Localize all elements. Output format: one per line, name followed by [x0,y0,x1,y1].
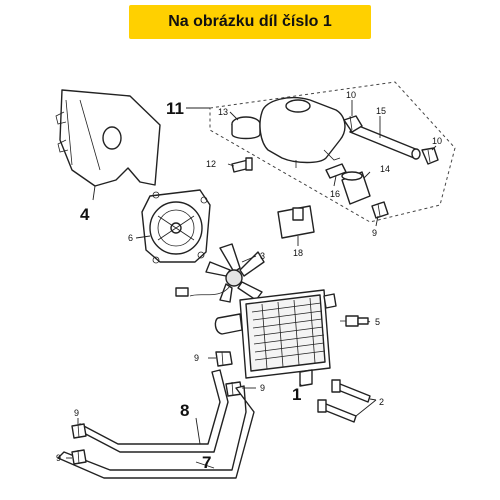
hose-clip-10a[interactable] [343,115,363,133]
leader-lines [66,100,437,469]
callout-7: 7 [202,453,211,472]
temperature-sensor-part[interactable] [340,315,369,327]
callout-9-mid: 9 [260,383,265,393]
callout-10a: 10 [346,90,356,100]
callout-14: 14 [380,164,390,174]
callout-2: 2 [379,397,384,407]
sleeve-part-16[interactable] [325,163,347,179]
coolant-pipe-part-7[interactable] [57,385,255,479]
callout-13: 13 [218,107,228,117]
overflow-hose-part[interactable] [349,123,421,160]
bolt-part-2b[interactable] [317,399,357,423]
callout-9-lower-a: 9 [74,408,79,418]
hose-clip-9-left[interactable] [215,351,233,367]
hose-clip-9-upper[interactable] [371,201,389,219]
callout-10b: 10 [432,136,442,146]
callout-18: 18 [293,248,303,258]
callout-9-lower-b: 9 [56,453,61,463]
foam-pad-part-18[interactable] [277,205,315,239]
hose-clip-10b[interactable] [421,147,439,165]
reservoir-cap-part[interactable] [231,116,261,140]
callout-15: 15 [376,106,386,116]
bolt-part-2a[interactable] [331,379,371,403]
fan-cover-part[interactable] [55,89,161,187]
radiator-part-1[interactable] [214,289,337,387]
callout-1: 1 [292,385,301,404]
callout-4: 4 [80,205,90,224]
group-11-dashed-outline [209,81,456,223]
coolant-pipe-part-8[interactable] [77,369,229,453]
screw-part-12[interactable] [231,157,253,173]
part-number-banner: Na obrázku díl číslo 1 [129,5,371,39]
callout-8: 8 [180,401,189,420]
callout-16: 16 [330,189,340,199]
callout-6: 6 [128,233,133,243]
hose-clip-9-lower-a[interactable] [71,423,87,439]
hose-clip-9-lower-b[interactable] [71,449,87,465]
expansion-tank-part[interactable] [259,96,346,168]
cooling-fan-part[interactable] [175,243,265,303]
callout-11: 11 [166,99,184,118]
callout-5: 5 [375,317,380,327]
banner-title: Na obrázku díl číslo 1 [168,13,332,30]
callout-12: 12 [206,159,216,169]
callout-9-upper: 9 [372,228,377,238]
fan-bracket-part[interactable] [141,189,211,264]
callout-9-left: 9 [194,353,199,363]
callout-3: 3 [260,251,265,261]
hose-part-14[interactable] [341,171,371,205]
